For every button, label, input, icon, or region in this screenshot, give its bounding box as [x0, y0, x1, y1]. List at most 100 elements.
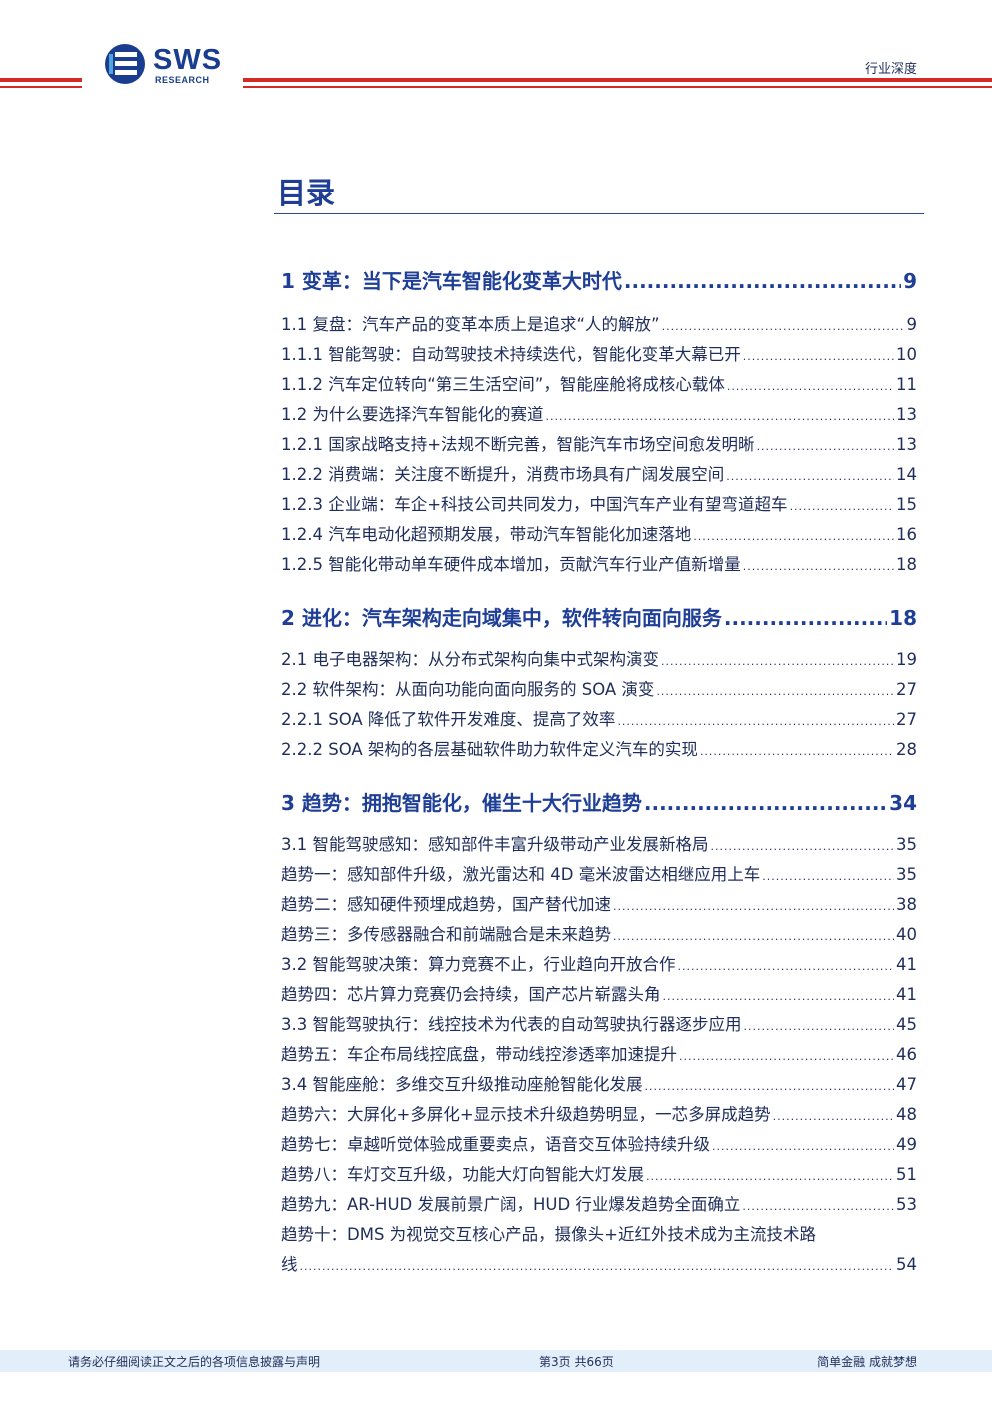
toc-section-entry[interactable]: 1.1.2 汽车定位转向“第三生活空间”，智能座舱将成核心载体11 [281, 371, 917, 395]
toc-entry-label: 1.2.5 智能化带动单车硬件成本增加，贡献汽车行业产值新增量 [281, 555, 741, 574]
toc-leader-dots [617, 715, 894, 728]
toc-entry-page: 41 [896, 955, 917, 974]
toc-entry-label: 3.1 智能驾驶感知：感知部件丰富升级带动产业发展新格局 [281, 835, 709, 854]
toc-section-entry[interactable]: 趋势六：大屏化+多屏化+显示技术升级趋势明显，一芯多屏成趋势48 [281, 1101, 917, 1125]
toc-section-entry[interactable]: 趋势四：芯片算力竞赛仍会持续，国产芯片崭露头角 41 [281, 981, 917, 1005]
toc-title: 目录 [277, 176, 336, 210]
toc-entry-label: 1.1.1 智能驾驶：自动驾驶技术持续迭代，智能化变革大幕已开 [281, 345, 741, 364]
toc-entry-label: 3.2 智能驾驶决策：算力竞赛不止，行业趋向开放合作 [281, 955, 676, 974]
toc-leader-dots [744, 1020, 895, 1033]
toc-entry-label: 1.2.2 消费端：关注度不断提升，消费市场具有广阔发展空间 [281, 465, 725, 484]
toc-section-entry[interactable]: 3.3 智能驾驶执行：线控技术为代表的自动驾驶执行器逐步应用 45 [281, 1011, 917, 1035]
toc-entry-label: 趋势一：感知部件升级，激光雷达和 4D 毫米波雷达相继应用上车 [281, 865, 761, 884]
toc-leader-dots [724, 606, 887, 630]
toc-entry-page: 48 [896, 1105, 917, 1124]
toc-leader-dots [300, 1260, 895, 1273]
toc-leader-dots [757, 440, 894, 453]
sws-logo-icon [105, 44, 145, 84]
toc-entry-page: 27 [896, 680, 917, 699]
toc-section-entry[interactable]: 1.2.5 智能化带动单车硬件成本增加，贡献汽车行业产值新增量18 [281, 551, 917, 575]
footer-disclaimer: 请务必仔细阅读正文之后的各项信息披露与声明 [68, 1355, 321, 1369]
toc-entry-label: 3.3 智能驾驶执行：线控技术为代表的自动驾驶执行器逐步应用 [281, 1015, 742, 1034]
toc-leader-dots [662, 320, 905, 333]
toc-entry-page: 18 [889, 606, 917, 630]
toc-section-entry[interactable]: 1.2.3 企业端：车企+科技公司共同发力，中国汽车产业有望弯道超车15 [281, 491, 917, 515]
toc-entry-label: 1.2.3 企业端：车企+科技公司共同发力，中国汽车产业有望弯道超车 [281, 495, 788, 514]
toc-entry-label: 2.2.2 SOA 架构的各层基础软件助力软件定义汽车的实现 [281, 740, 698, 759]
toc-section-entry[interactable]: 趋势二：感知硬件预埋成趋势，国产替代加速 38 [281, 891, 917, 915]
footer-slogan: 简单金融 成就梦想 [817, 1355, 917, 1369]
toc-entry-page: 38 [896, 895, 917, 914]
toc-entry-page: 13 [896, 405, 917, 424]
toc-entry-label: 趋势十：DMS 为视觉交互核心产品，摄像头+近红外技术成为主流技术路 [281, 1225, 816, 1244]
toc-section-entry[interactable]: 2.2 软件架构：从面向功能向面向服务的 SOA 演变 27 [281, 676, 917, 700]
toc-entry-label: 3 趋势：拥抱智能化，催生十大行业趋势 [281, 791, 642, 815]
toc-entry-label: 1.1 复盘：汽车产品的变革本质上是追求“人的解放” [281, 315, 660, 334]
toc-leader-dots [644, 791, 887, 815]
toc-entry-page: 14 [896, 465, 917, 484]
toc-entry-page: 49 [896, 1135, 917, 1154]
toc-section-entry[interactable]: 1.2.4 汽车电动化超预期发展，带动汽车智能化加速落地16 [281, 521, 917, 545]
toc-section-entry[interactable]: 趋势七：卓越听觉体验成重要卖点，语音交互体验持续升级 49 [281, 1131, 917, 1155]
toc-section-entry[interactable]: 1.2.2 消费端：关注度不断提升，消费市场具有广阔发展空间 14 [281, 461, 917, 485]
toc-entry-page: 54 [896, 1255, 917, 1274]
toc-leader-dots [773, 1110, 894, 1123]
toc-leader-dots [661, 655, 894, 668]
toc-section-entry[interactable]: 1.1.1 智能驾驶：自动驾驶技术持续迭代，智能化变革大幕已开 10 [281, 341, 917, 365]
toc-chapter-entry[interactable]: 3 趋势：拥抱智能化，催生十大行业趋势34 [281, 787, 917, 816]
toc-entry-page: 13 [896, 435, 917, 454]
toc-chapter-entry[interactable]: 1 变革：当下是汽车智能化变革大时代9 [281, 265, 917, 294]
toc-leader-dots [711, 840, 895, 853]
toc-section-entry[interactable]: 趋势三：多传感器融合和前端融合是未来趋势40 [281, 921, 917, 945]
toc-section-entry[interactable]: 趋势一：感知部件升级，激光雷达和 4D 毫米波雷达相继应用上车35 [281, 861, 917, 885]
toc-section-entry[interactable]: 1.1 复盘：汽车产品的变革本质上是追求“人的解放” 9 [281, 311, 917, 335]
sws-logo: SWS RESEARCH [103, 40, 233, 88]
logo-subtext: RESEARCH [155, 75, 210, 85]
toc-entry-page: 10 [896, 345, 917, 364]
toc-entry-page: 27 [896, 710, 917, 729]
toc-section-entry[interactable]: 1.2.1 国家战略支持+法规不断完善，智能汽车市场空间愈发明晰 13 [281, 431, 917, 455]
toc-section-entry[interactable]: 3.1 智能驾驶感知：感知部件丰富升级带动产业发展新格局35 [281, 831, 917, 855]
toc-section-entry[interactable]: 趋势十：DMS 为视觉交互核心产品，摄像头+近红外技术成为主流技术路 [281, 1221, 917, 1245]
toc-entry-label: 2 进化：汽车架构走向域集中，软件转向面向服务 [281, 606, 722, 630]
toc-leader-dots [678, 960, 895, 973]
logo-text: SWS [153, 44, 223, 76]
toc-leader-dots [693, 530, 894, 543]
toc-leader-dots [645, 1080, 895, 1093]
toc-leader-dots [663, 990, 895, 1003]
toc-leader-dots [743, 560, 894, 573]
toc-entry-page: 9 [906, 315, 918, 334]
toc-entry-label: 趋势二：感知硬件预埋成趋势，国产替代加速 [281, 895, 611, 914]
document-type: 行业深度 [864, 62, 917, 77]
toc-entry-page: 41 [896, 985, 917, 1004]
toc-chapter-entry[interactable]: 2 进化：汽车架构走向域集中，软件转向面向服务 18 [281, 602, 917, 631]
toc-section-entry[interactable]: 2.2.2 SOA 架构的各层基础软件助力软件定义汽车的实现28 [281, 736, 917, 760]
toc-leader-dots [624, 269, 901, 293]
toc-leader-dots [790, 500, 894, 513]
toc-entry-label: 趋势七：卓越听觉体验成重要卖点，语音交互体验持续升级 [281, 1135, 710, 1154]
toc-entry-page: 45 [896, 1015, 917, 1034]
toc-section-entry[interactable]: 2.1 电子电器架构：从分布式架构向集中式架构演变19 [281, 646, 917, 670]
toc-entry-label: 1.2.4 汽车电动化超预期发展，带动汽车智能化加速落地 [281, 525, 692, 544]
toc-leader-dots [613, 930, 894, 943]
toc-leader-dots [727, 380, 894, 393]
toc-section-entry[interactable]: 趋势九：AR-HUD 发展前景广阔，HUD 行业爆发趋势全面确立53 [281, 1191, 917, 1215]
toc-section-entry[interactable]: 趋势五：车企布局线控底盘，带动线控渗透率加速提升46 [281, 1041, 917, 1065]
toc-section-entry[interactable]: 1.2 为什么要选择汽车智能化的赛道13 [281, 401, 917, 425]
toc-entry-label: 1.2.1 国家战略支持+法规不断完善，智能汽车市场空间愈发明晰 [281, 435, 755, 454]
toc-section-entry[interactable]: 趋势八：车灯交互升级，功能大灯向智能大灯发展51 [281, 1161, 917, 1185]
toc-entry-label: 趋势九：AR-HUD 发展前景广阔，HUD 行业爆发趋势全面确立 [281, 1195, 741, 1214]
toc-leader-dots [700, 745, 894, 758]
toc-entry-page: 9 [903, 269, 917, 293]
toc-entry-label: 趋势八：车灯交互升级，功能大灯向智能大灯发展 [281, 1165, 644, 1184]
toc-entry-label: 2.2 软件架构：从面向功能向面向服务的 SOA 演变 [281, 680, 655, 699]
toc-entry-label: 趋势四：芯片算力竞赛仍会持续，国产芯片崭露头角 [281, 985, 661, 1004]
toc-section-entry[interactable]: 3.2 智能驾驶决策：算力竞赛不止，行业趋向开放合作 41 [281, 951, 917, 975]
toc-section-entry[interactable]: 2.2.1 SOA 降低了软件开发难度、提高了效率27 [281, 706, 917, 730]
toc-leader-dots [646, 1170, 894, 1183]
header-rule-right [243, 78, 992, 82]
footer-band [0, 1350, 992, 1372]
toc-section-entry-continued[interactable]: 线54 [281, 1251, 917, 1275]
toc-section-entry[interactable]: 3.4 智能座舱：多维交互升级推动座舱智能化发展47 [281, 1071, 917, 1095]
toc-leader-dots [743, 350, 894, 363]
